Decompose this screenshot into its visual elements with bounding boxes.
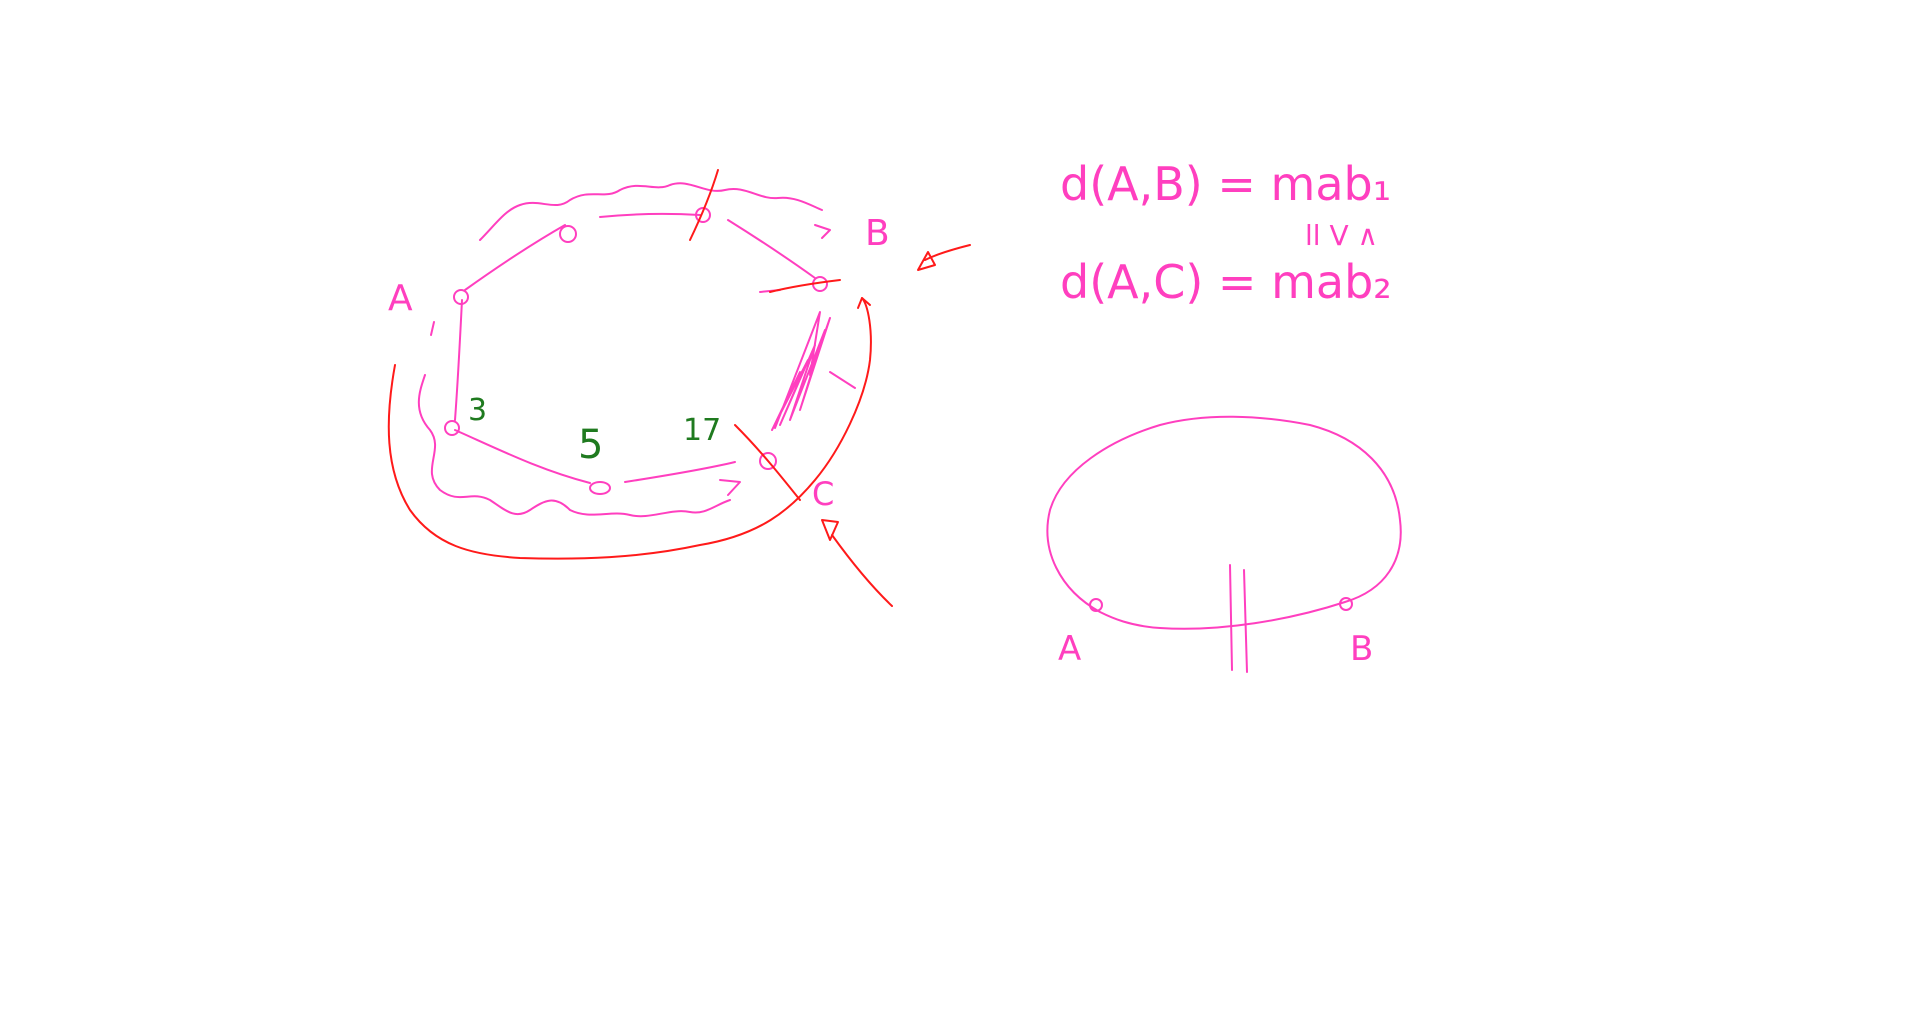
formula-line-1: d(A,B) = mab₁ (1060, 157, 1391, 211)
edge-top-middle (599, 212, 701, 218)
tick-mark-3 (829, 371, 856, 389)
node-label-a: A (388, 278, 413, 319)
red-annotations (387, 169, 971, 607)
node-label-c: C (812, 475, 834, 513)
formulas: d(A,B) = mab₁ ll V ∧ d(A,C) = mab₂ (1060, 157, 1392, 309)
right-node-a (1089, 598, 1103, 612)
red-arrowhead-right (857, 297, 871, 309)
node-top-right (695, 207, 711, 223)
edge-a-top (464, 224, 566, 291)
node-label-b: B (865, 213, 890, 254)
tick-mark (430, 321, 435, 336)
wavy-arrow-top (814, 224, 831, 239)
red-mark-bottom (821, 519, 839, 541)
edge-weight-right: 17 (683, 413, 721, 448)
wavy-arrow-bottom (719, 479, 741, 496)
red-line-right (924, 244, 971, 261)
edge-b-c-zigzag (771, 311, 831, 431)
edge-top-b (727, 219, 816, 279)
edge-weight-bottom: 5 (578, 422, 603, 468)
red-line-bottom (831, 534, 893, 607)
red-mark-right (917, 251, 936, 271)
wavy-path-bottom (417, 374, 731, 518)
right-node-b (1339, 597, 1353, 611)
node-bottom (589, 481, 611, 495)
red-outer-curve (387, 297, 872, 560)
red-cross-b (769, 279, 841, 293)
right-sketch-loop (1046, 415, 1402, 630)
left-graph: A B C 3 5 17 (388, 182, 890, 518)
node-top-left (559, 225, 577, 243)
right-sketch-divider-2 (1243, 569, 1248, 673)
node-left (444, 420, 460, 436)
node-c (759, 452, 777, 470)
right-sketch-divider (1229, 564, 1233, 671)
edge-left-bottom (454, 429, 591, 484)
formula-relation: ll V ∧ (1305, 219, 1378, 252)
red-cross-c (734, 424, 801, 501)
right-sketch: A B (1046, 415, 1402, 673)
edge-weight-left: 3 (468, 393, 487, 428)
right-label-b: B (1350, 629, 1373, 669)
right-label-a: A (1058, 629, 1081, 669)
red-cross-top (689, 169, 719, 241)
edge-a-left (454, 299, 463, 421)
wavy-path-top (479, 182, 823, 241)
node-a (453, 289, 469, 305)
edge-bottom-c (624, 461, 736, 483)
formula-line-2: d(A,C) = mab₂ (1060, 255, 1392, 309)
